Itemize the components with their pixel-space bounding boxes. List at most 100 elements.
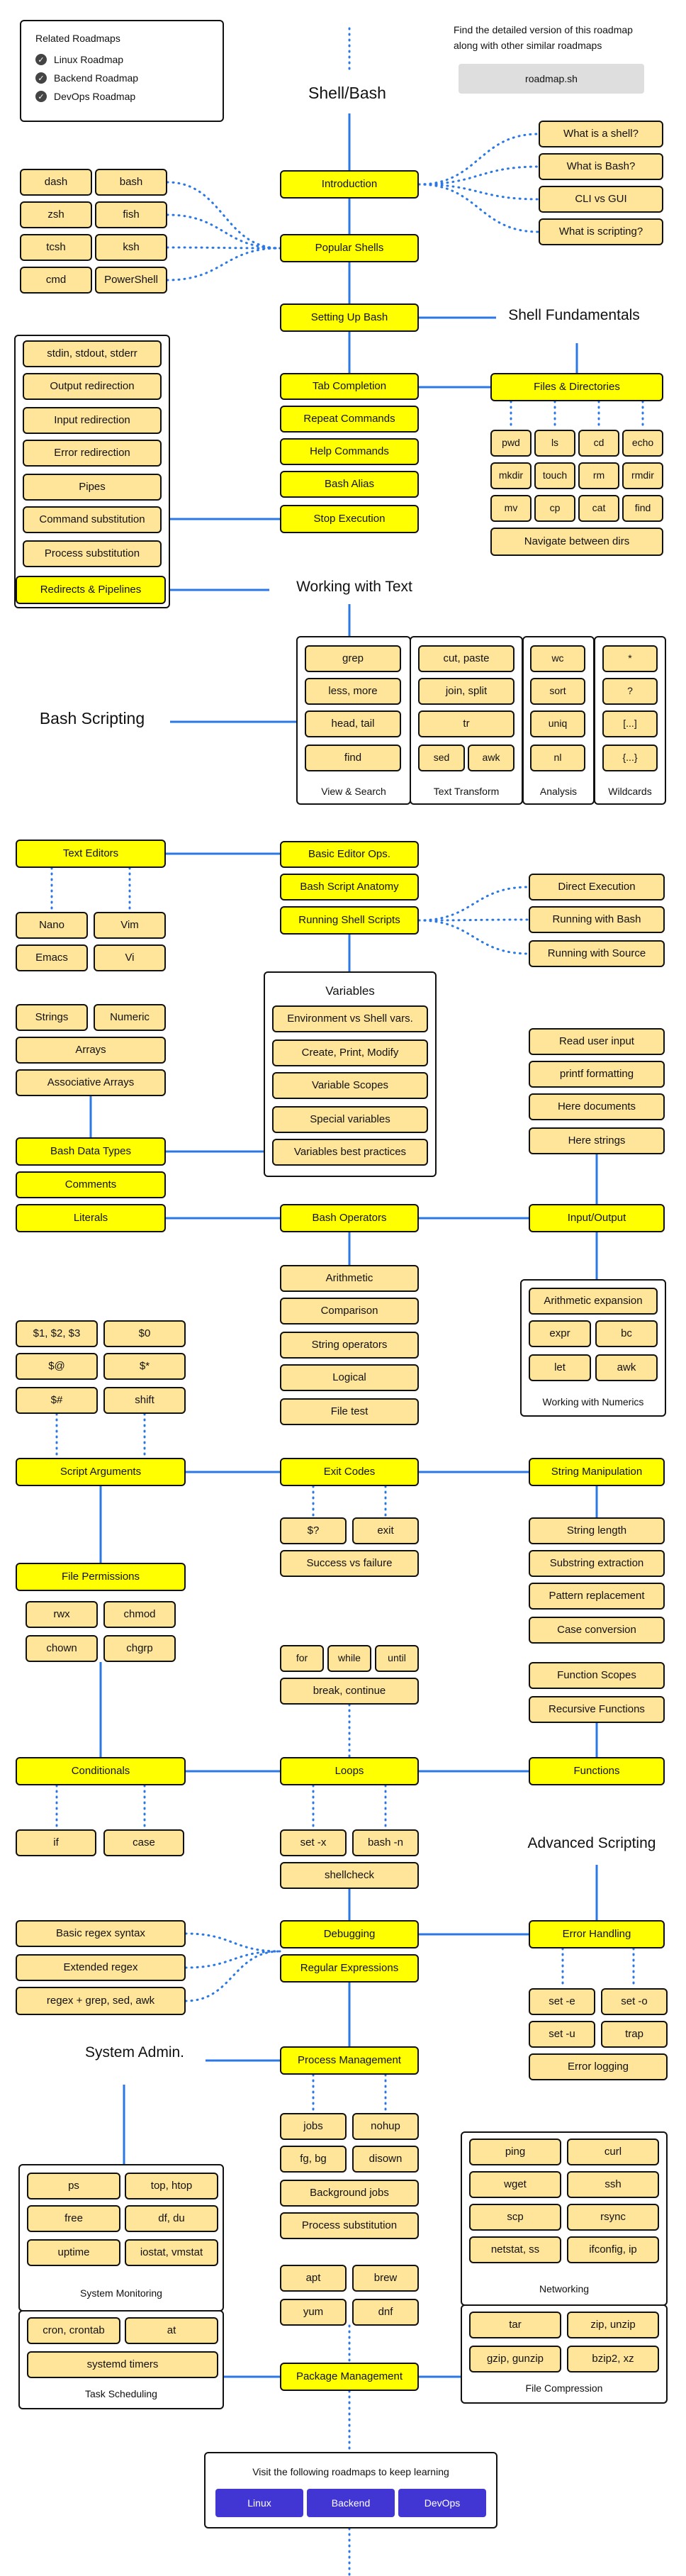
node-bzip2[interactable]: bzip2, xz (567, 2346, 659, 2373)
node-touch[interactable]: touch (534, 462, 575, 489)
node-wc-q[interactable]: ? (602, 678, 658, 705)
node-string-ops[interactable]: String operators (280, 1332, 419, 1359)
footer-button-devops[interactable]: DevOps (398, 2489, 486, 2517)
node-repeat-commands[interactable]: Repeat Commands (280, 406, 419, 433)
node-regular-expr[interactable]: Regular Expressions (280, 1954, 419, 1983)
node-var-scopes[interactable]: Variable Scopes (272, 1072, 428, 1099)
node-yum[interactable]: yum (280, 2299, 347, 2326)
node-arithmetic[interactable]: Arithmetic (280, 1265, 419, 1292)
node-pattern-replace[interactable]: Pattern replacement (529, 1583, 665, 1610)
node-free[interactable]: free (27, 2205, 120, 2232)
node-logical[interactable]: Logical (280, 1364, 419, 1391)
node-recursive-funcs[interactable]: Recursive Functions (529, 1696, 665, 1723)
node-extended-regex[interactable]: Extended regex (16, 1954, 186, 1981)
node-let[interactable]: let (529, 1354, 591, 1381)
node-less-more[interactable]: less, more (305, 678, 401, 705)
node-systemd-timers[interactable]: systemd timers (27, 2351, 218, 2378)
node-ksh[interactable]: ksh (95, 234, 167, 261)
node-case-conv[interactable]: Case conversion (529, 1617, 665, 1644)
node-error-redir[interactable]: Error redirection (23, 440, 162, 467)
node-cat[interactable]: cat (578, 495, 619, 522)
node-wc-br[interactable]: [...] (602, 710, 658, 737)
node-pipes[interactable]: Pipes (23, 474, 162, 501)
node-set-x[interactable]: set -x (280, 1829, 347, 1856)
node-for[interactable]: for (280, 1645, 324, 1672)
node-sed[interactable]: sed (418, 745, 465, 771)
node-process-mgmt[interactable]: Process Management (280, 2046, 419, 2075)
node-cmd-subst[interactable]: Command substitution (23, 506, 162, 533)
node-bg-jobs[interactable]: Background jobs (280, 2180, 419, 2207)
node-shellcheck[interactable]: shellcheck (280, 1862, 419, 1889)
node-set-u[interactable]: set -u (529, 2021, 595, 2048)
node-break-continue[interactable]: break, continue (280, 1678, 419, 1705)
node-strings[interactable]: Strings (16, 1004, 88, 1031)
node-fg-bg[interactable]: fg, bg (280, 2146, 347, 2173)
node-script-anatomy[interactable]: Bash Script Anatomy (280, 874, 419, 901)
node-dstar[interactable]: $* (103, 1353, 186, 1380)
node-files-dirs[interactable]: Files & Directories (490, 373, 663, 401)
node-proc-subst2[interactable]: Process substitution (280, 2212, 419, 2239)
node-uptime[interactable]: uptime (27, 2239, 120, 2266)
node-debugging[interactable]: Debugging (280, 1920, 419, 1948)
node-sort[interactable]: sort (530, 678, 585, 705)
node-ps[interactable]: ps (27, 2173, 120, 2199)
node-chown[interactable]: chown (26, 1635, 98, 1662)
footer-button-backend[interactable]: Backend (307, 2489, 395, 2517)
node-mv[interactable]: mv (490, 495, 532, 522)
node-basic-editor[interactable]: Basic Editor Ops. (280, 841, 419, 868)
node-df-du[interactable]: df, du (125, 2205, 218, 2232)
node-rm[interactable]: rm (578, 462, 619, 489)
node-while[interactable]: while (327, 1645, 371, 1672)
node-cmd[interactable]: cmd (20, 267, 92, 294)
node-find-text[interactable]: find (305, 745, 401, 771)
roadmap-sh-button[interactable]: roadmap.sh (459, 64, 644, 94)
node-loops[interactable]: Loops (280, 1757, 419, 1785)
node-var-best[interactable]: Variables best practices (272, 1139, 428, 1166)
node-nl[interactable]: nl (530, 745, 585, 771)
node-running-bash[interactable]: Running with Bash (529, 906, 665, 933)
node-at[interactable]: at (125, 2317, 218, 2344)
node-echo[interactable]: echo (622, 430, 663, 457)
related-link-linux[interactable]: ✓Linux Roadmap (35, 54, 123, 65)
node-read-input[interactable]: Read user input (529, 1028, 665, 1055)
node-error-handling[interactable]: Error Handling (529, 1920, 665, 1948)
node-zsh[interactable]: zsh (20, 201, 92, 228)
node-vi[interactable]: Vi (94, 944, 166, 971)
node-zip-unzip[interactable]: zip, unzip (567, 2312, 659, 2338)
node-rwx[interactable]: rwx (26, 1601, 98, 1628)
node-cp[interactable]: cp (534, 495, 575, 522)
node-gzip[interactable]: gzip, gunzip (469, 2346, 561, 2373)
node-disown[interactable]: disown (352, 2146, 419, 2173)
node-bash[interactable]: bash (95, 169, 167, 196)
node-literals[interactable]: Literals (16, 1204, 166, 1232)
node-tr[interactable]: tr (418, 710, 514, 737)
node-cd[interactable]: cd (578, 430, 619, 457)
node-exit-codes[interactable]: Exit Codes (280, 1458, 419, 1486)
node-output-redir[interactable]: Output redirection (23, 373, 162, 400)
node-shift[interactable]: shift (103, 1387, 186, 1414)
node-bc[interactable]: bc (595, 1320, 658, 1347)
node-awk-num[interactable]: awk (595, 1354, 658, 1381)
node-until[interactable]: until (375, 1645, 419, 1672)
footer-button-linux[interactable]: Linux (215, 2489, 303, 2517)
node-expr[interactable]: expr (529, 1320, 591, 1347)
node-ls[interactable]: ls (534, 430, 575, 457)
node-emacs[interactable]: Emacs (16, 944, 88, 971)
node-file-permissions[interactable]: File Permissions (16, 1563, 186, 1591)
node-powershell[interactable]: PowerShell (95, 267, 167, 294)
node-comments[interactable]: Comments (16, 1171, 166, 1198)
node-wc-cb[interactable]: {...} (602, 745, 658, 771)
node-cut-paste[interactable]: cut, paste (418, 645, 514, 672)
node-here-strings[interactable]: Here strings (529, 1127, 665, 1154)
node-dq[interactable]: $? (280, 1517, 347, 1544)
node-printf[interactable]: printf formatting (529, 1061, 665, 1088)
node-function-scopes[interactable]: Function Scopes (529, 1662, 665, 1689)
node-error-logging[interactable]: Error logging (529, 2053, 668, 2080)
node-rmdir[interactable]: rmdir (622, 462, 663, 489)
node-nano[interactable]: Nano (16, 912, 88, 939)
node-bash-n[interactable]: bash -n (352, 1829, 419, 1856)
node-d123[interactable]: $1, $2, $3 (16, 1320, 98, 1347)
node-dash[interactable]: dash (20, 169, 92, 196)
node-comparison[interactable]: Comparison (280, 1298, 419, 1325)
node-redirects[interactable]: Redirects & Pipelines (16, 576, 166, 604)
